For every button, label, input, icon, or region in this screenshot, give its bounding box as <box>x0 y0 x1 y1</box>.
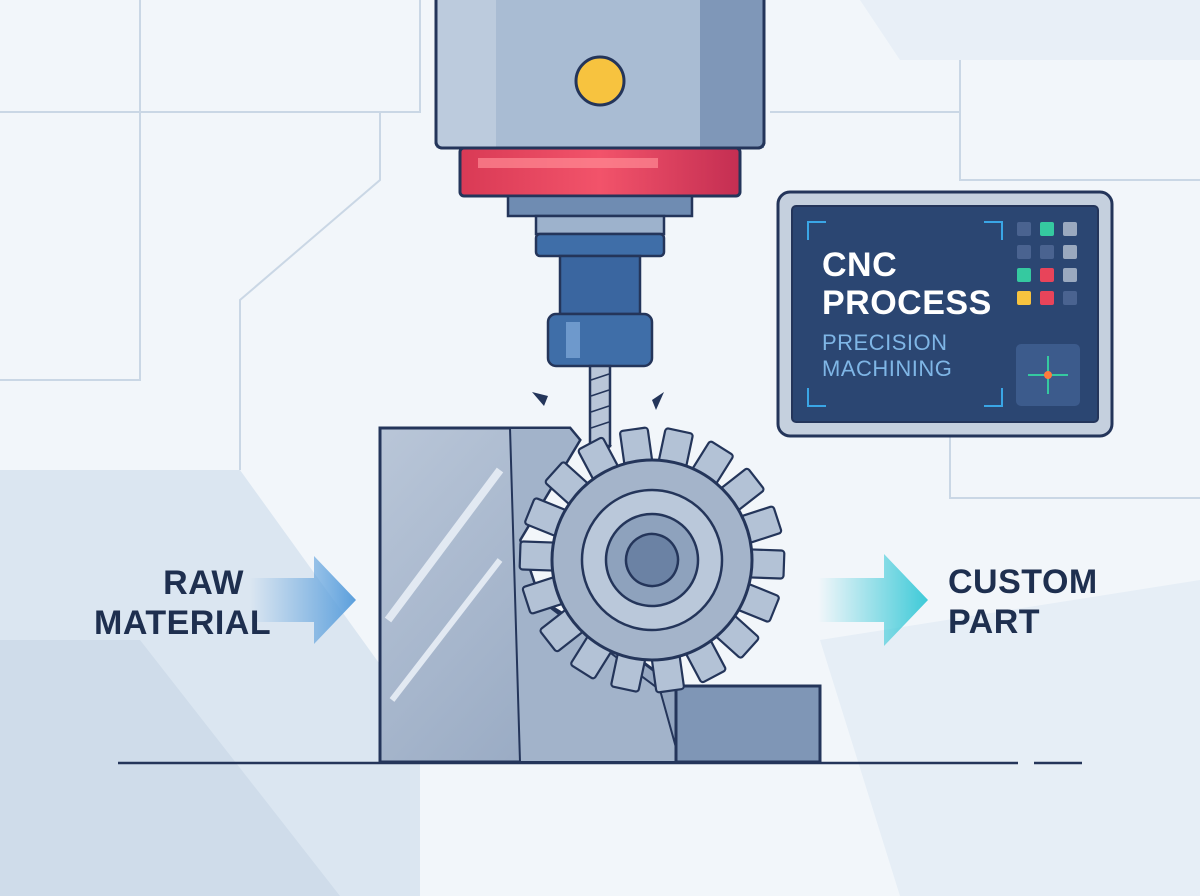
screen-title-line2: PROCESS <box>822 284 992 322</box>
screen-button-grid <box>1017 222 1077 305</box>
raw-material-label-line1: RAW <box>163 564 244 602</box>
screen-title: CNC PROCESS <box>822 246 992 322</box>
control-screen <box>776 190 1114 438</box>
right-arrow-icon <box>250 556 356 644</box>
crosshair-icon <box>1016 344 1080 406</box>
raw-material-label-line2: MATERIAL <box>94 604 272 642</box>
screen-subtitle: PRECISION MACHINING <box>822 330 952 382</box>
gear-icon <box>518 426 786 694</box>
raw-material-label: RAW MATERIAL <box>94 563 272 643</box>
custom-part-label-line2: PART <box>948 603 1041 641</box>
custom-part-label: CUSTOM PART <box>948 562 1148 642</box>
status-indicator-icon <box>574 55 626 107</box>
custom-part-label-line1: CUSTOM <box>948 563 1098 601</box>
right-arrow-icon <box>818 554 928 646</box>
screen-subtitle-line1: PRECISION <box>822 330 948 355</box>
screen-subtitle-line2: MACHINING <box>822 356 953 381</box>
screen-title-line1: CNC <box>822 246 898 284</box>
